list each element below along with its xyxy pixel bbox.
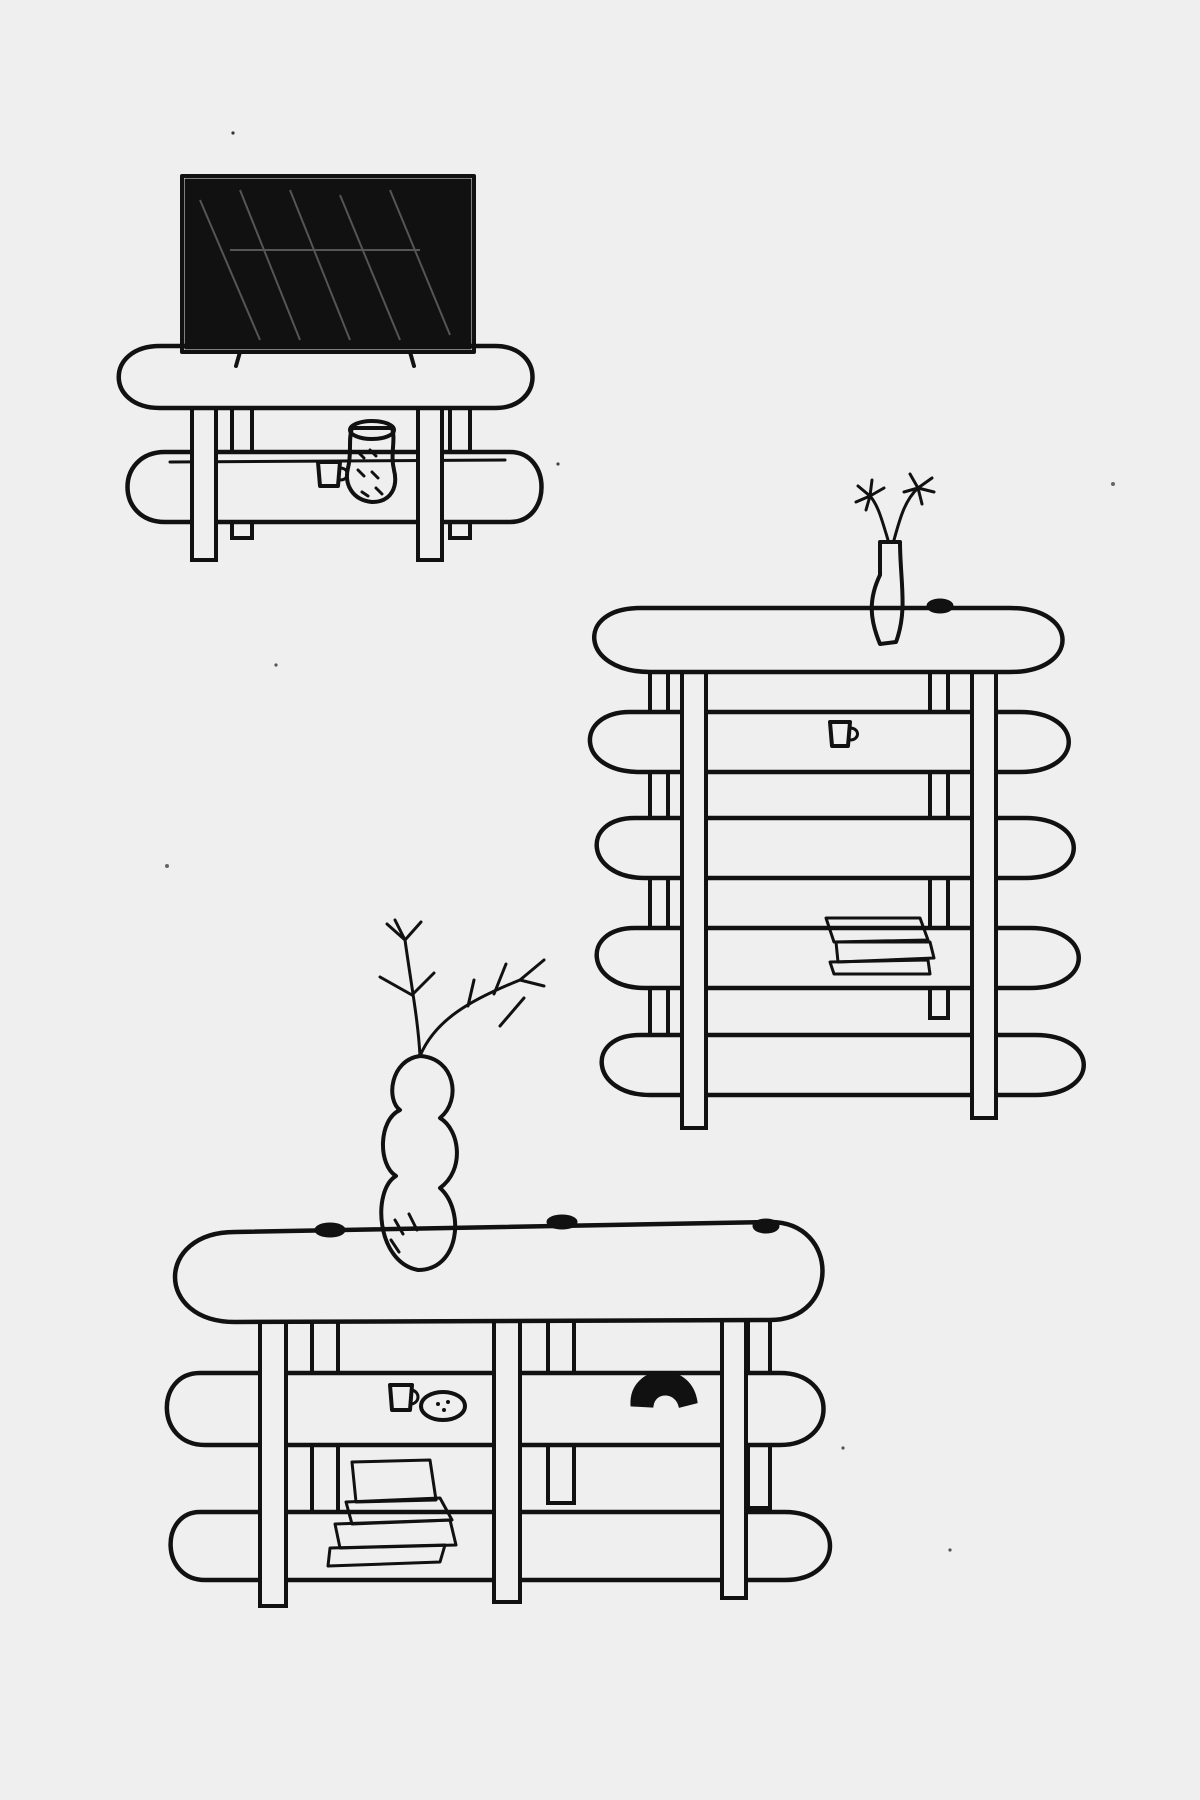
bookshelf-shelf-1 — [591, 605, 1065, 675]
tv-feet — [234, 350, 416, 368]
tv-screen — [184, 178, 472, 350]
sideboard — [164, 918, 833, 1608]
mug — [316, 460, 349, 488]
bookshelf-shelf-5 — [599, 1032, 1086, 1098]
television — [180, 174, 476, 368]
sideboard-front-leg-1 — [258, 1308, 288, 1608]
tv-console-shelf-top — [116, 343, 535, 411]
dish — [419, 1390, 467, 1422]
tv-console-front-leg-left — [190, 393, 218, 562]
branch-vase — [378, 918, 546, 1272]
tv-console — [116, 174, 544, 562]
tv-console-front-leg-right — [416, 393, 444, 562]
bookshelf-shelf-3 — [594, 815, 1076, 881]
sideboard-top — [172, 1219, 825, 1325]
book-stack — [824, 916, 936, 976]
jar — [345, 419, 398, 504]
mug — [388, 1383, 420, 1412]
tv-frame — [180, 174, 476, 354]
flower-vase — [854, 472, 936, 646]
bookshelf — [587, 472, 1086, 1130]
bookshelf-front-leg-left — [680, 666, 708, 1130]
bookshelf-shelf-2 — [587, 709, 1071, 775]
bookshelf-front-leg-right — [970, 666, 998, 1120]
mug — [828, 720, 859, 748]
sideboard-front-leg-3 — [720, 1310, 748, 1600]
sideboard-front-leg-2 — [492, 1308, 522, 1604]
arch-sculpture — [630, 1371, 698, 1408]
book-stack — [326, 1458, 458, 1568]
